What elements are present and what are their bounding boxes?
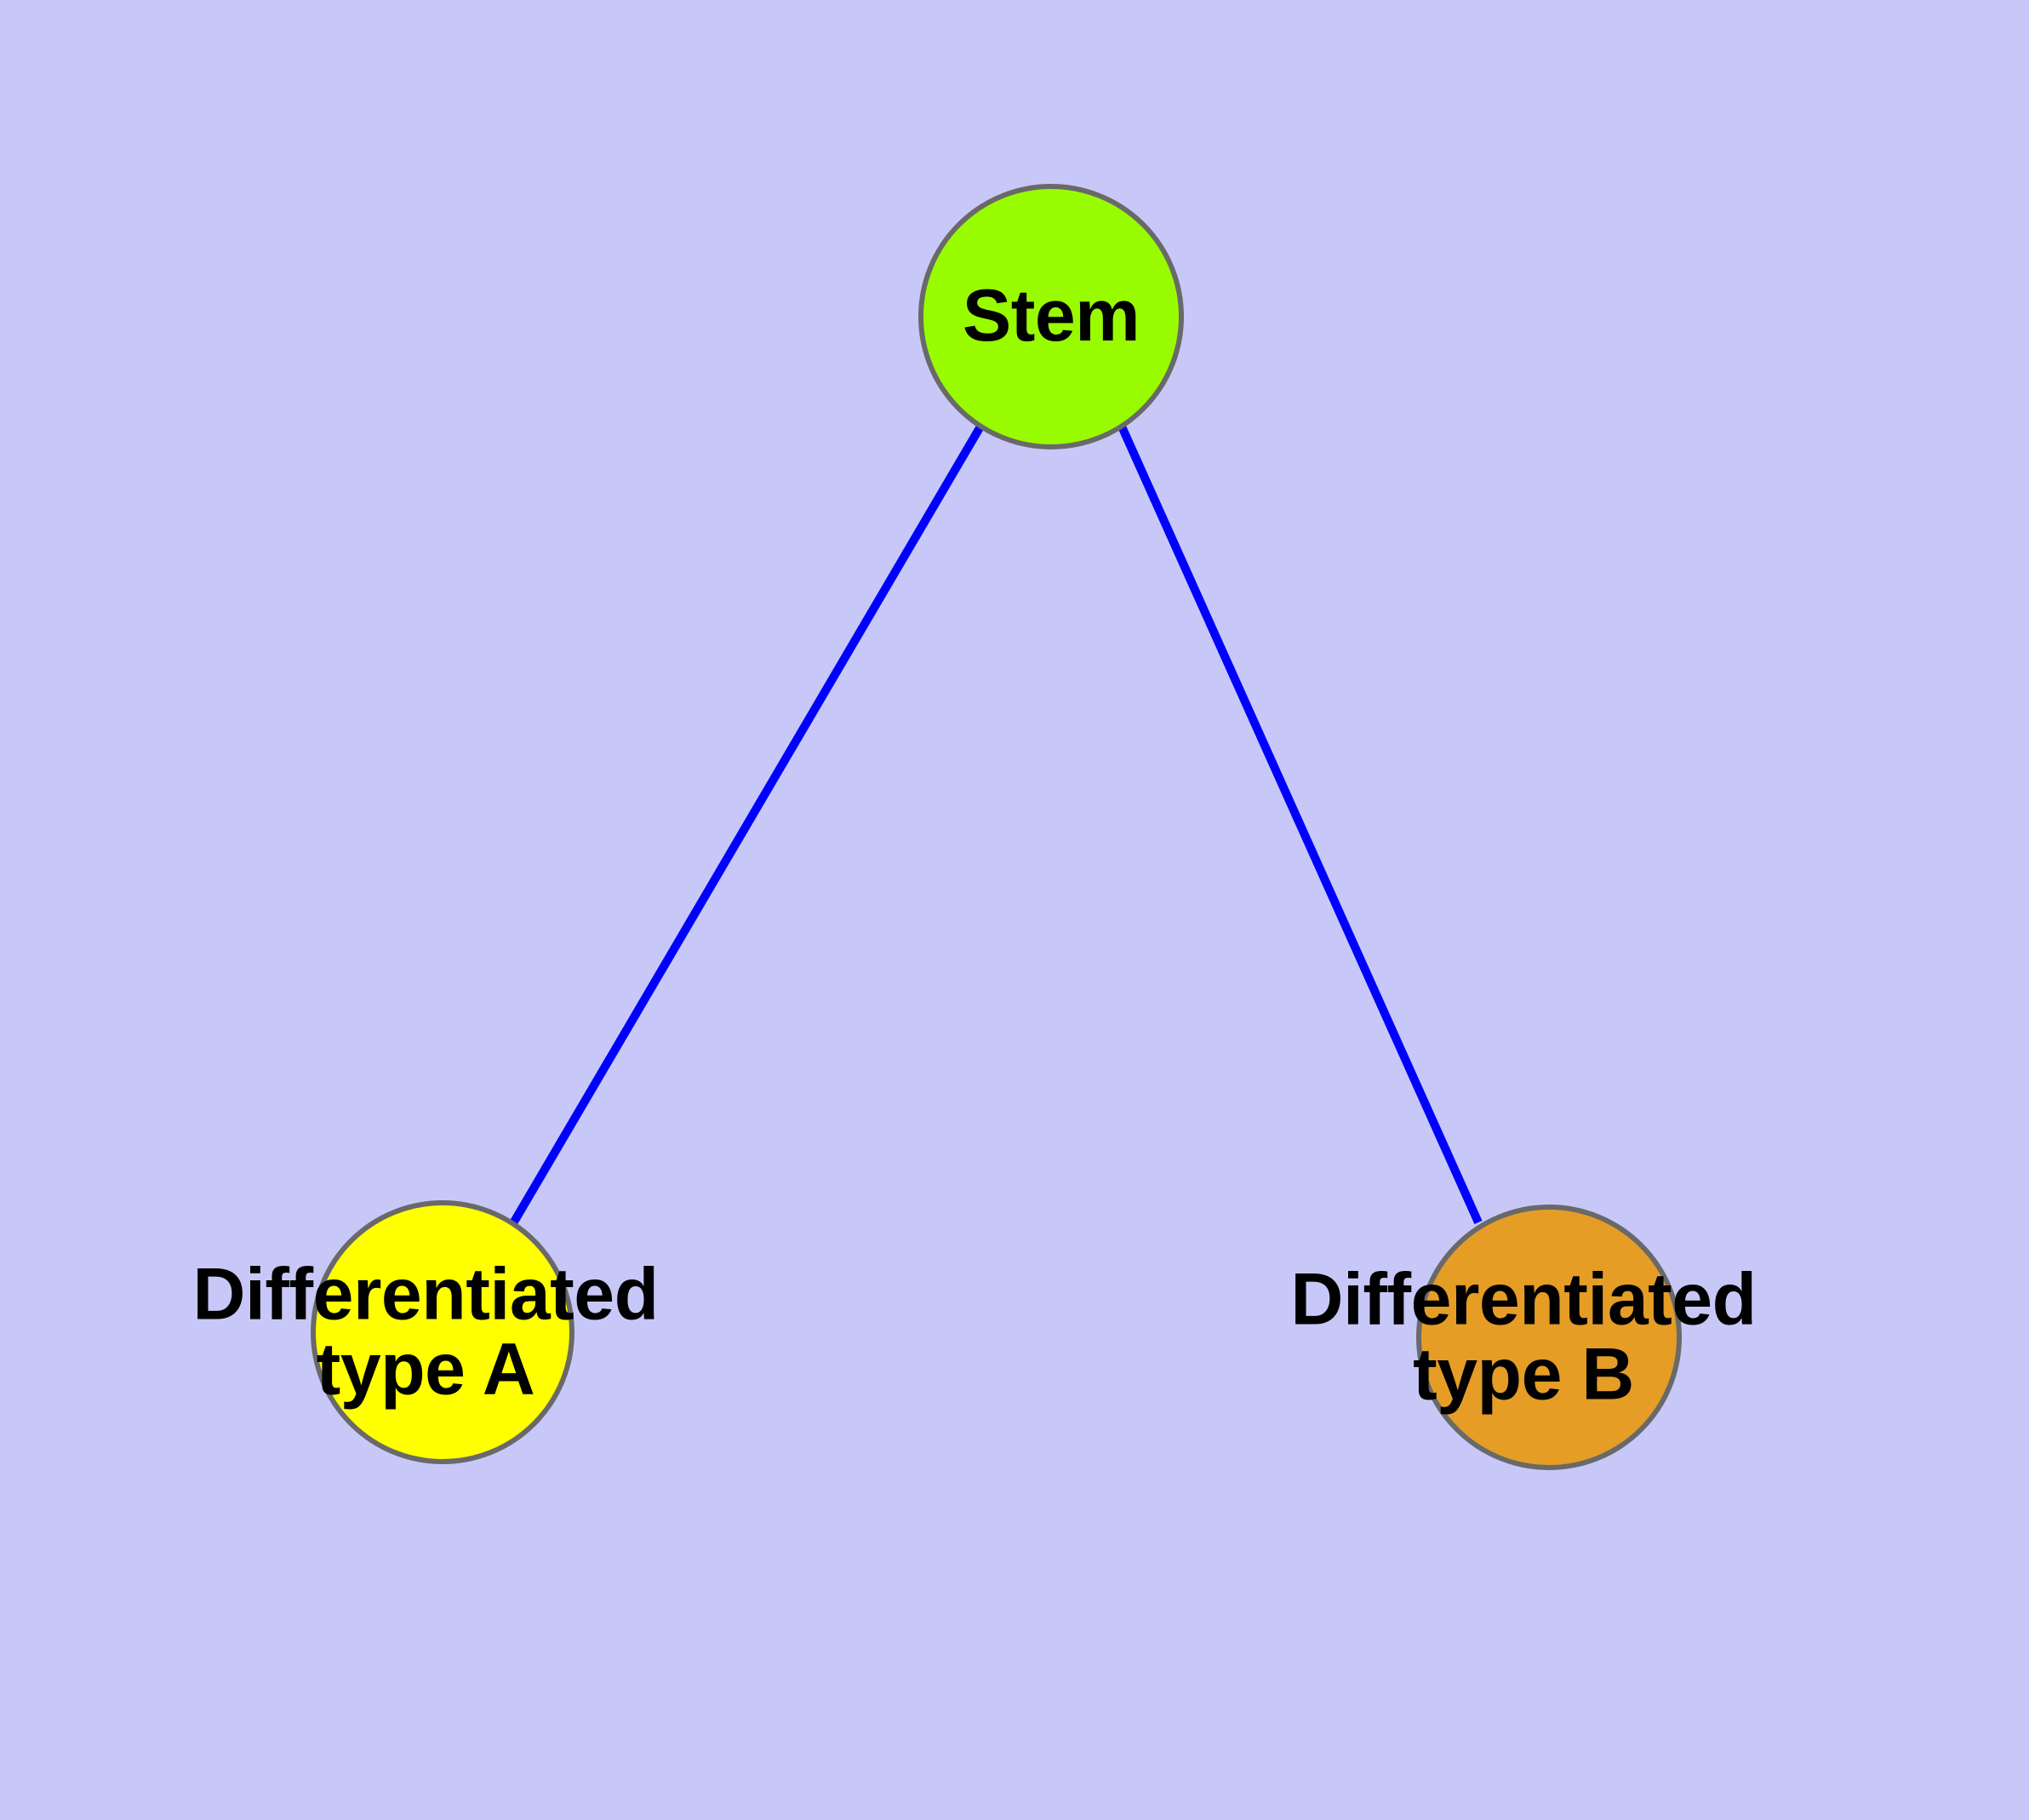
edge-stem-to-differentiated-type-b[interactable] xyxy=(1117,424,1483,1225)
node-differentiated-type-b[interactable] xyxy=(1416,1205,1682,1470)
node-differentiated-type-a[interactable] xyxy=(311,1200,574,1464)
node-stem[interactable] xyxy=(918,184,1184,449)
edge-stem-to-differentiated-type-a[interactable] xyxy=(509,424,985,1226)
edge-layer xyxy=(509,424,1483,1226)
node-layer xyxy=(311,184,1682,1470)
